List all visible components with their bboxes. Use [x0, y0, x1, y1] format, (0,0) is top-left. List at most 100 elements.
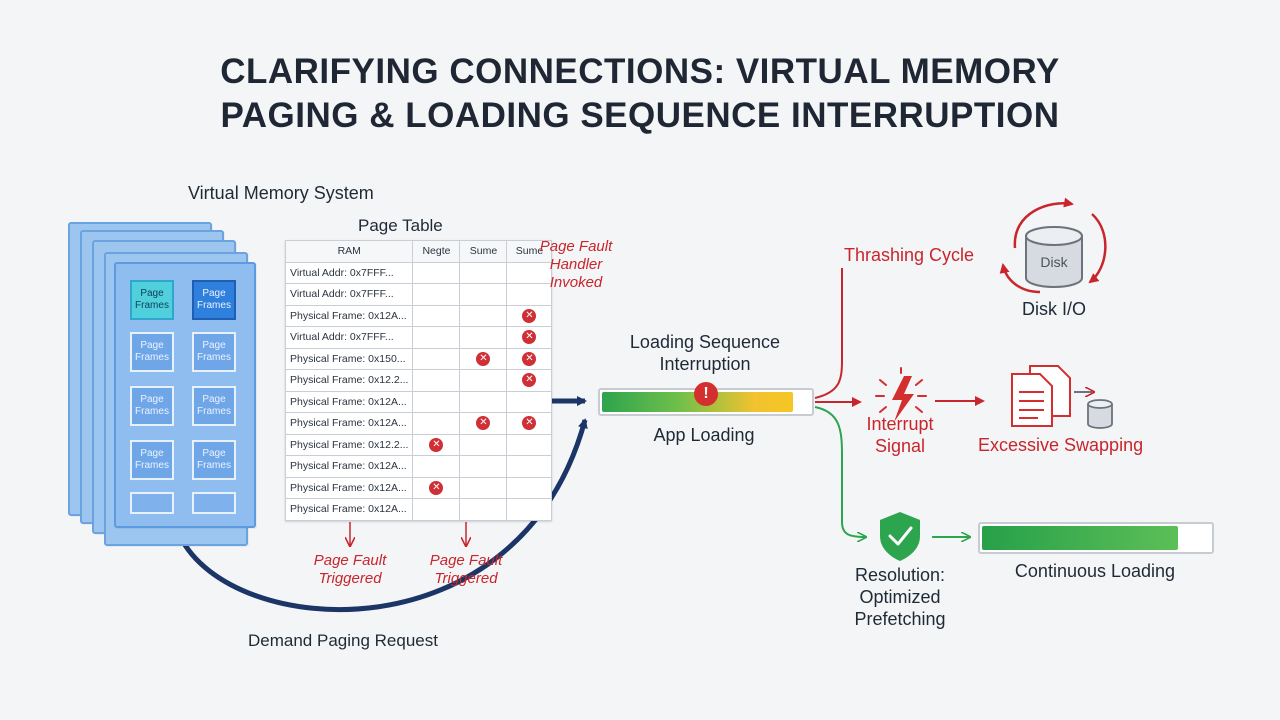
row-cell: [459, 261, 508, 284]
excessive-swapping-label: Excessive Swapping: [978, 435, 1144, 455]
app-loading-label: App Loading: [653, 425, 755, 445]
table-row: Physical Frame: 0x12A...: [284, 455, 553, 478]
lightning-icon: [875, 367, 927, 422]
row-address: Physical Frame: 0x12A...: [284, 455, 414, 478]
thrashing-cycle-label: Thrashing Cycle: [844, 245, 975, 265]
row-cell: [412, 498, 461, 521]
page-frame[interactable]: Page Frames: [192, 440, 236, 480]
row-cell: ✕: [412, 433, 461, 456]
page-frame[interactable]: Page Frames: [130, 332, 174, 372]
row-cell: [412, 347, 461, 370]
interrupt-signal-label: Interrupt Signal: [866, 414, 934, 456]
row-cell: [412, 455, 461, 478]
row-cell: ✕: [506, 326, 553, 349]
page-frame[interactable]: Page Frames: [192, 386, 236, 426]
diagram-title: CLARIFYING CONNECTIONS: VIRTUAL MEMORY P…: [0, 50, 1280, 138]
page-frame[interactable]: Page Frames: [130, 440, 174, 480]
page-fault-handler-note: Page Fault Handler Invoked: [539, 238, 613, 291]
disk-icon: [1025, 226, 1083, 288]
page-frame-empty: [130, 492, 174, 514]
table-row: Physical Frame: 0x12A...: [284, 390, 553, 413]
row-address: Physical Frame: 0x12.2...: [284, 369, 414, 392]
row-cell: ✕: [506, 304, 553, 327]
row-cell: ✕: [506, 412, 553, 435]
row-address: Physical Frame: 0x12.2...: [284, 433, 414, 456]
row-address: Physical Frame: 0x150...: [284, 347, 414, 370]
row-address: Physical Frame: 0x12A...: [284, 304, 414, 327]
table-row: Physical Frame: 0x12A... ✕: [284, 304, 553, 327]
row-cell: [412, 369, 461, 392]
virtual-page-front: Page Frames Page Frames Page Frames Page…: [114, 262, 256, 528]
documents-icon: [1011, 365, 1113, 429]
row-address: Virtual Addr: 0x7FFF...: [284, 261, 414, 284]
page-frame[interactable]: Page Frames: [192, 280, 236, 320]
thrashing-branch: [814, 268, 843, 399]
header-ram: RAM: [284, 240, 414, 263]
page-frame[interactable]: Page Frames: [130, 386, 174, 426]
row-address: Physical Frame: 0x12A...: [284, 476, 414, 499]
row-cell: ✕: [459, 347, 508, 370]
fault-x-icon: ✕: [522, 308, 537, 323]
resolution-branch: [814, 406, 866, 537]
demand-paging-label: Demand Paging Request: [248, 631, 438, 650]
row-cell: ✕: [506, 369, 553, 392]
page-table: RAM Negte Sume Sume Virtual Addr: 0x7FFF…: [284, 240, 553, 521]
row-cell: ✕: [459, 412, 508, 435]
page-frame[interactable]: Page Frames: [192, 332, 236, 372]
row-cell: [506, 433, 553, 456]
row-cell: [412, 326, 461, 349]
page-table-label: Page Table: [358, 216, 443, 235]
title-line-2: PAGING & LOADING SEQUENCE INTERRUPTION: [220, 96, 1060, 135]
row-cell: [506, 455, 553, 478]
table-row: Virtual Addr: 0x7FFF...: [284, 261, 553, 284]
row-cell: [412, 261, 461, 284]
disk-label: Disk: [1040, 254, 1068, 270]
table-row: Physical Frame: 0x12A... ✕ ✕: [284, 412, 553, 435]
row-cell: [459, 433, 508, 456]
row-cell: [459, 390, 508, 413]
continuous-loading-label: Continuous Loading: [1014, 561, 1176, 581]
loading-heading: Loading Sequence Interruption: [629, 332, 781, 374]
disk-io-label: Disk I/O: [1021, 299, 1086, 319]
row-address: Physical Frame: 0x12A...: [284, 412, 414, 435]
table-row: Physical Frame: 0x12A...: [284, 498, 553, 521]
fault-x-icon: ✕: [429, 480, 444, 495]
shield-check-icon: [880, 512, 920, 561]
row-cell: [459, 304, 508, 327]
row-cell: [412, 283, 461, 306]
virtual-memory-label: Virtual Memory System: [188, 183, 374, 203]
row-cell: [412, 304, 461, 327]
page-fault-triggered-note-1: Page Fault Triggered: [313, 552, 387, 587]
table-row: Physical Frame: 0x150... ✕ ✕: [284, 347, 553, 370]
resolution-label: Resolution: Optimized Prefetching: [854, 565, 946, 629]
fault-x-icon: ✕: [429, 437, 444, 452]
row-cell: [412, 390, 461, 413]
header-col-2: Sume: [459, 240, 508, 263]
row-cell: [459, 283, 508, 306]
fault-x-icon: ✕: [476, 351, 491, 366]
fault-x-icon: ✕: [522, 373, 537, 388]
page-fault-triggered-note-2: Page Fault Triggered: [429, 552, 503, 587]
header-col-1: Negte: [412, 240, 461, 263]
header-col-3: Sume: [506, 240, 553, 263]
table-row: Physical Frame: 0x12.2... ✕: [284, 369, 553, 392]
row-address: Physical Frame: 0x12A...: [284, 390, 414, 413]
table-row: Physical Frame: 0x12.2... ✕: [284, 433, 553, 456]
fault-x-icon: ✕: [476, 416, 491, 431]
thrashing-loop-left: [999, 263, 1041, 294]
fault-x-icon: ✕: [522, 330, 537, 345]
table-row: Physical Frame: 0x12A... ✕: [284, 476, 553, 499]
row-cell: [506, 390, 553, 413]
row-cell: ✕: [506, 347, 553, 370]
page-frame[interactable]: Page Frames: [130, 280, 174, 320]
row-cell: [412, 412, 461, 435]
row-address: Virtual Addr: 0x7FFF...: [284, 326, 414, 349]
fault-x-icon: ✕: [522, 416, 537, 431]
continuous-loading-fill: [982, 526, 1178, 550]
row-address: Virtual Addr: 0x7FFF...: [284, 283, 414, 306]
page-frame-empty: [192, 492, 236, 514]
thrashing-loop-right: [1088, 213, 1107, 284]
row-cell: [459, 455, 508, 478]
table-row: Virtual Addr: 0x7FFF... ✕: [284, 326, 553, 349]
row-address: Physical Frame: 0x12A...: [284, 498, 414, 521]
